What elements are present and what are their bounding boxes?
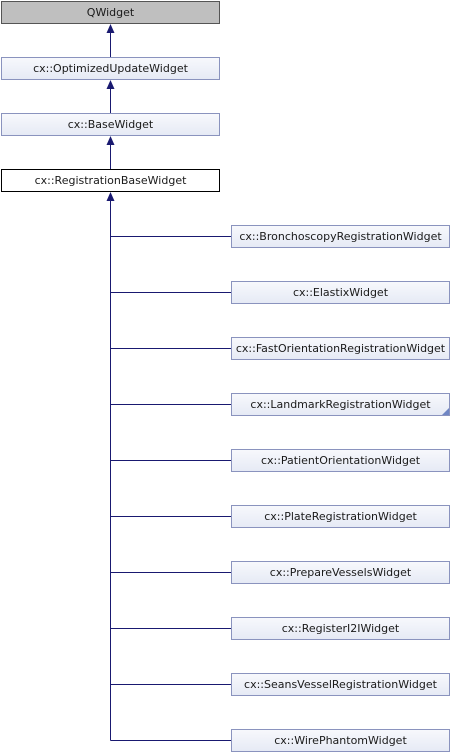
node-seans-vessel-registration-widget[interactable]: cx::SeansVesselRegistrationWidget	[231, 673, 450, 696]
more-subclasses-icon	[442, 408, 449, 415]
node-bronchoscopy-registration-widget[interactable]: cx::BronchoscopyRegistrationWidget	[231, 225, 450, 248]
node-label: cx::PlateRegistrationWidget	[264, 510, 417, 523]
node-label: cx::SeansVesselRegistrationWidget	[244, 678, 437, 691]
node-label: cx::PatientOrientationWidget	[260, 454, 421, 467]
node-qwidget[interactable]: QWidget	[1, 1, 220, 24]
node-plate-registration-widget[interactable]: cx::PlateRegistrationWidget	[231, 505, 450, 528]
node-label: cx::LandmarkRegistrationWidget	[250, 398, 431, 411]
node-prepare-vessels-widget[interactable]: cx::PrepareVesselsWidget	[231, 561, 450, 584]
node-label: cx::RegisterI2IWidget	[281, 622, 400, 635]
node-label: QWidget	[86, 6, 135, 19]
inheritance-arrow-icon	[106, 136, 115, 145]
node-label: cx::BronchoscopyRegistrationWidget	[239, 230, 442, 243]
node-patient-orientation-widget[interactable]: cx::PatientOrientationWidget	[231, 449, 450, 472]
node-landmark-registration-widget[interactable]: cx::LandmarkRegistrationWidget	[231, 393, 450, 416]
node-optimized-update-widget[interactable]: cx::OptimizedUpdateWidget	[1, 57, 220, 80]
node-label: cx::BaseWidget	[67, 118, 154, 131]
node-label: cx::PrepareVesselsWidget	[269, 566, 412, 579]
node-label: cx::ElastixWidget	[292, 286, 389, 299]
inheritance-arrow-icon	[106, 80, 115, 89]
node-label: cx::OptimizedUpdateWidget	[33, 62, 188, 75]
node-wire-phantom-widget[interactable]: cx::WirePhantomWidget	[231, 729, 450, 752]
node-base-widget[interactable]: cx::BaseWidget	[1, 113, 220, 136]
inheritance-arrow-icon	[106, 192, 115, 201]
inheritance-arrow-icon	[106, 24, 115, 33]
node-fast-orientation-registration-widget[interactable]: cx::FastOrientationRegistrationWidget	[231, 337, 450, 360]
node-label: cx::FastOrientationRegistrationWidget	[235, 342, 446, 355]
node-register-i2i-widget[interactable]: cx::RegisterI2IWidget	[231, 617, 450, 640]
node-label: cx::WirePhantomWidget	[274, 734, 407, 747]
node-label: cx::RegistrationBaseWidget	[34, 174, 187, 187]
node-elastix-widget[interactable]: cx::ElastixWidget	[231, 281, 450, 304]
node-registration-base-widget: cx::RegistrationBaseWidget	[1, 169, 220, 192]
